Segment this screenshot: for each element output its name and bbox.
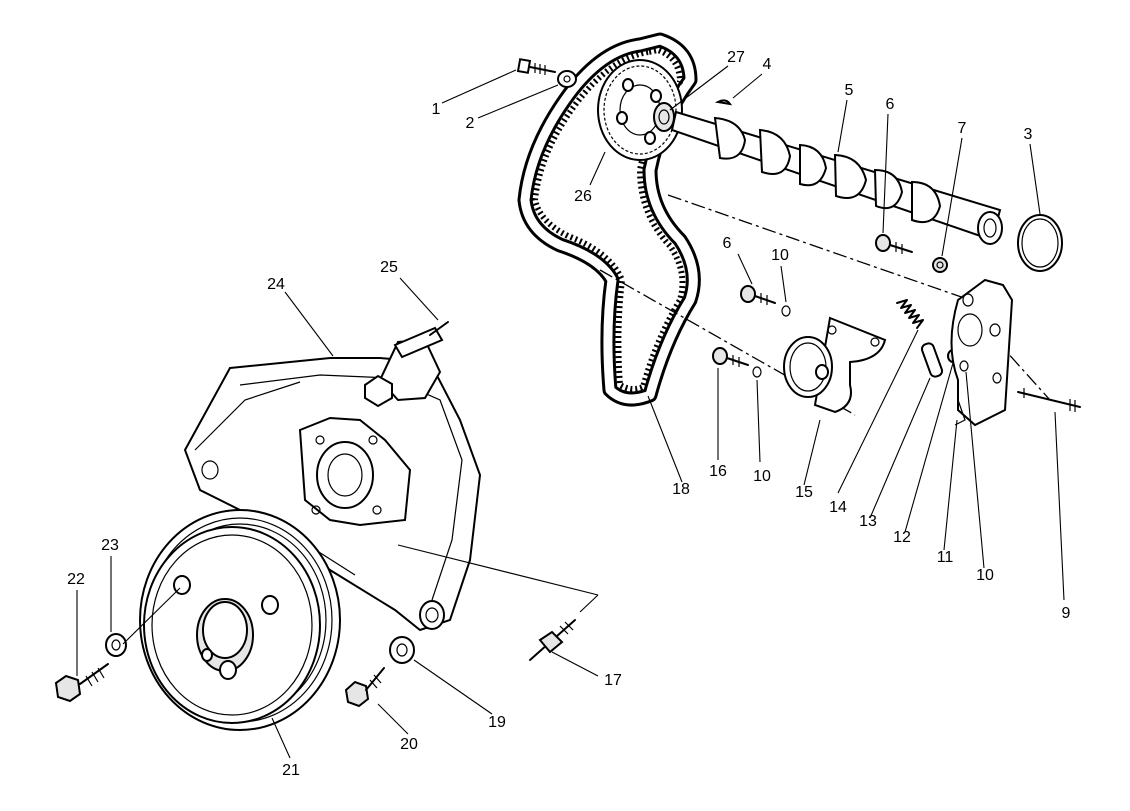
callout-6-lower: 6 [723, 235, 732, 252]
camshaft-sprocket [597, 59, 683, 161]
callout-19: 19 [488, 714, 506, 731]
callout-17: 17 [604, 672, 622, 689]
callout-25: 25 [380, 259, 398, 276]
callout-18: 18 [672, 481, 690, 498]
crank-pulley [139, 509, 341, 731]
stud-alignment-line-b [579, 594, 599, 613]
axis-line-upper [667, 194, 971, 301]
camshaft [653, 102, 1003, 245]
callout-14: 14 [829, 499, 847, 516]
callout-10-top: 10 [771, 247, 789, 264]
pump-washer [389, 636, 415, 664]
callout-20: 20 [400, 736, 418, 753]
pump-stud [529, 619, 576, 661]
woodruff-key [714, 99, 733, 106]
tensioner-washer-lower [752, 366, 762, 378]
callout-15: 15 [795, 484, 813, 501]
tensioner-pulley [783, 316, 887, 414]
callout-3: 3 [1024, 126, 1033, 143]
stud-alignment-line [397, 544, 599, 596]
callout-24: 24 [267, 276, 285, 293]
callout-13: 13 [859, 513, 877, 530]
pump-bolt [344, 667, 385, 708]
callout-10-bottom: 10 [976, 567, 994, 584]
bracket-bolt-upper [875, 234, 913, 254]
tensioner-bolt [740, 285, 776, 305]
callout-26: 26 [574, 188, 592, 205]
callout-27: 27 [727, 49, 745, 66]
callout-22: 22 [67, 571, 85, 588]
callout-16: 16 [709, 463, 727, 480]
callout-6-upper: 6 [886, 96, 895, 113]
callout-12: 12 [893, 529, 911, 546]
callout-1: 1 [432, 101, 441, 118]
tensioner-washer-upper [781, 305, 791, 317]
callout-5: 5 [845, 82, 854, 99]
callout-21: 21 [282, 762, 300, 779]
tensioner-stud [1017, 388, 1081, 412]
tensioner-pivot-bolt [712, 347, 749, 367]
bracket-washer [932, 257, 948, 273]
leader-lines [76, 65, 1065, 759]
callout-11: 11 [937, 549, 954, 566]
callout-4: 4 [763, 56, 772, 73]
tensioner-bracket [950, 278, 1014, 427]
pulley-bolt [54, 663, 109, 703]
tensioner-spring [896, 299, 924, 329]
tensioner-plunger [920, 342, 944, 378]
callout-7: 7 [958, 120, 967, 137]
sprocket-washer [557, 70, 577, 88]
water-pump-housing [183, 357, 482, 632]
pulley-washer [105, 633, 127, 657]
callout-23: 23 [101, 537, 119, 554]
temperature-sensor [364, 321, 449, 408]
callout-2: 2 [466, 115, 475, 132]
callout-9: 9 [1062, 605, 1071, 622]
sprocket-bolt [516, 58, 556, 75]
camshaft-end-seal [1017, 214, 1063, 272]
axis-line-tensioner [959, 299, 1051, 401]
callout-10-mid: 10 [753, 468, 771, 485]
